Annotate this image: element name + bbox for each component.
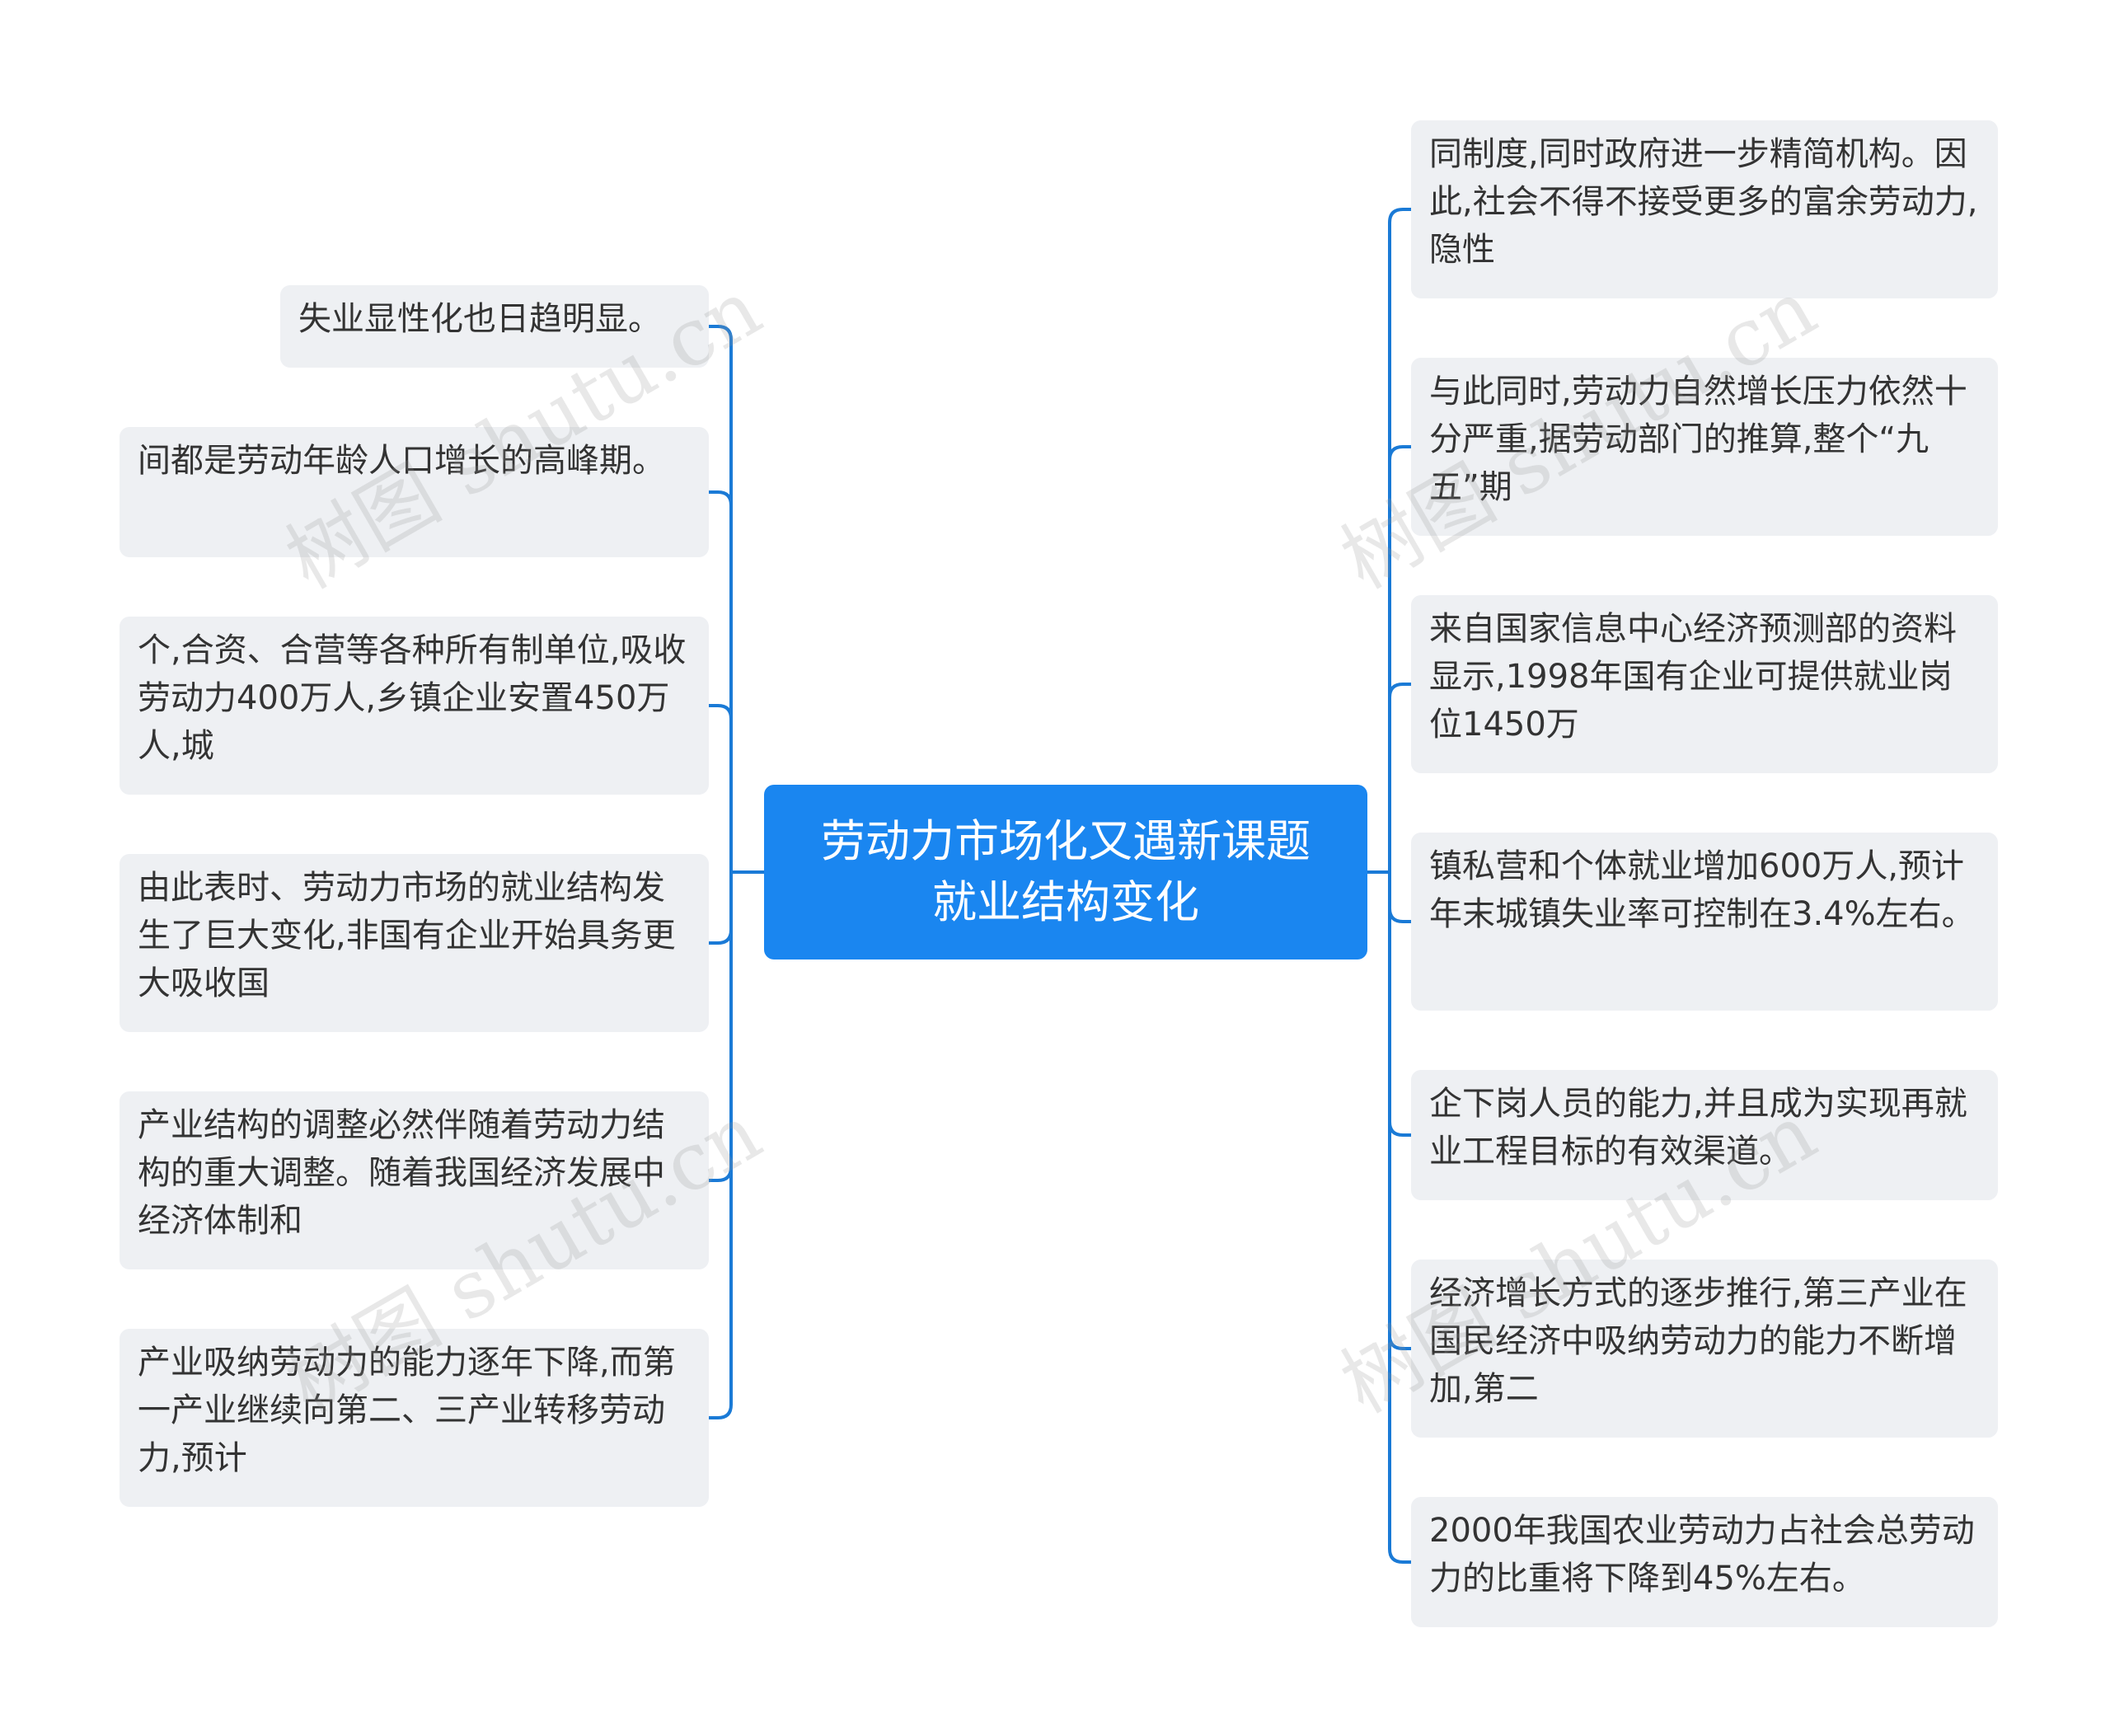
central-topic-line-1: 劳动力市场化又遇新课题	[821, 815, 1311, 867]
connector-left-4	[707, 870, 733, 945]
left-topic-4-text: 由此表时、劳动力市场的就业结构发生了巨大变化,非国有企业开始具务更大吸收国	[138, 869, 676, 1002]
right-topic-7[interactable]: 2000年我国农业劳动力占社会总劳动力的比重将下降到45%左右。	[1411, 1497, 1998, 1627]
left-topic-2[interactable]: 间都是劳动年龄人口增长的高峰期。	[120, 427, 709, 557]
left-topic-4[interactable]: 由此表时、劳动力市场的就业结构发生了巨大变化,非国有企业开始具务更大吸收国	[120, 854, 709, 1032]
right-topic-1[interactable]: 同制度,同时政府进一步精简机构。因此,社会不得不接受更多的富余劳动力,隐性	[1411, 120, 1998, 298]
connector-right-3	[1388, 683, 1413, 874]
connector-right-6	[1388, 870, 1413, 1350]
right-topic-2[interactable]: 与此同时,劳动力自然增长压力依然十分严重,据劳动部门的推算,整个“九五”期	[1411, 358, 1998, 536]
connector-left-1	[707, 325, 733, 874]
connector-right-7	[1388, 870, 1413, 1564]
right-topic-1-text: 同制度,同时政府进一步精简机构。因此,社会不得不接受更多的富余劳动力,隐性	[1429, 135, 1978, 269]
connector-right-1	[1388, 208, 1413, 874]
connector-right-2	[1388, 445, 1413, 874]
left-topic-5[interactable]: 产业结构的调整必然伴随着劳动力结构的重大调整。随着我国经济发展中经济体制和	[120, 1091, 709, 1269]
right-topic-7-text: 2000年我国农业劳动力占社会总劳动力的比重将下降到45%左右。	[1429, 1512, 1975, 1598]
right-topic-5-text: 企下岗人员的能力,并且成为实现再就业工程目标的有效渠道。	[1429, 1085, 1967, 1171]
connector-left-3	[707, 704, 733, 874]
left-topic-6-text: 产业吸纳劳动力的能力逐年下降,而第一产业继续向第二、三产业转移劳动力,预计	[138, 1344, 676, 1477]
left-topic-3[interactable]: 个,合资、合营等各种所有制单位,吸收劳动力400万人,乡镇企业安置450万人,城	[120, 617, 709, 795]
right-topic-4[interactable]: 镇私营和个体就业增加600万人,预计年末城镇失业率可控制在3.4%左右。	[1411, 833, 1998, 1011]
connector-left-6	[707, 870, 733, 1419]
central-topic-line-2: 就业结构变化	[932, 876, 1199, 928]
connector-right-4	[1388, 870, 1413, 923]
left-topic-2-text: 间都是劳动年龄人口增长的高峰期。	[138, 442, 665, 480]
connector-right-5	[1388, 870, 1413, 1137]
connector-left-2	[707, 490, 733, 874]
right-topic-4-text: 镇私营和个体就业增加600万人,预计年末城镇失业率可控制在3.4%左右。	[1429, 847, 1975, 933]
right-topic-3[interactable]: 来自国家信息中心经济预测部的资料显示,1998年国有企业可提供就业岗位1450万	[1411, 595, 1998, 773]
connector-left-5	[707, 870, 733, 1182]
left-topic-6[interactable]: 产业吸纳劳动力的能力逐年下降,而第一产业继续向第二、三产业转移劳动力,预计	[120, 1329, 709, 1507]
right-topic-6-text: 经济增长方式的逐步推行,第三产业在国民经济中吸纳劳动力的能力不断增加,第二	[1429, 1274, 1967, 1408]
right-topic-2-text: 与此同时,劳动力自然增长压力依然十分严重,据劳动部门的推算,整个“九五”期	[1429, 373, 1967, 506]
central-topic[interactable]: 劳动力市场化又遇新课题 就业结构变化	[764, 785, 1367, 959]
left-topic-5-text: 产业结构的调整必然伴随着劳动力结构的重大调整。随着我国经济发展中经济体制和	[138, 1106, 665, 1240]
right-topic-6[interactable]: 经济增长方式的逐步推行,第三产业在国民经济中吸纳劳动力的能力不断增加,第二	[1411, 1260, 1998, 1438]
right-topic-5[interactable]: 企下岗人员的能力,并且成为实现再就业工程目标的有效渠道。	[1411, 1070, 1998, 1200]
right-topic-3-text: 来自国家信息中心经济预测部的资料显示,1998年国有企业可提供就业岗位1450万	[1429, 610, 1957, 744]
left-topic-1[interactable]: 失业显性化也日趋明显。	[280, 285, 709, 368]
left-topic-1-text: 失业显性化也日趋明显。	[298, 300, 661, 338]
left-topic-3-text: 个,合资、合营等各种所有制单位,吸收劳动力400万人,乡镇企业安置450万人,城	[138, 631, 687, 765]
